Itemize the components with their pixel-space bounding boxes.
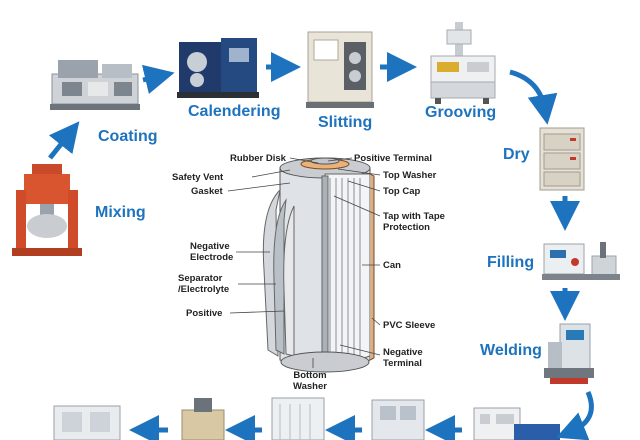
callout-pvc-sleeve: PVC Sleeve	[383, 320, 436, 331]
callout-negative-electrode-line1: Negative	[190, 241, 230, 252]
callout-separator-line1: Separator	[178, 273, 223, 284]
callout-negative-terminal-line2: Terminal	[383, 358, 422, 369]
slitting-machine-image	[306, 31, 374, 108]
calendering-machine-image	[177, 38, 259, 98]
callout-tap-tape: Tap with Tape Protection	[383, 211, 445, 233]
callout-safety-vent: Safety Vent	[172, 172, 224, 183]
bottom-machine-3-image	[271, 397, 325, 440]
callout-positive-terminal: Positive Terminal	[354, 153, 432, 164]
callout-separator: Separator /Electrolyte	[178, 273, 229, 295]
callout-bottom-washer-line2: Washer	[293, 381, 327, 392]
step-label-coating: Coating	[98, 128, 158, 145]
mixing-machine-image	[12, 164, 82, 256]
step-label-calendering: Calendering	[188, 103, 281, 120]
arrow-welding-to-bottom	[556, 391, 594, 440]
step-label-grooving: Grooving	[425, 104, 497, 121]
arrow-mixing-to-coating	[48, 121, 80, 160]
callout-gasket: Gasket	[191, 186, 223, 197]
callout-negative-electrode: Negative Electrode	[190, 241, 233, 263]
callout-bottom-washer-line1: Bottom	[293, 370, 327, 381]
callout-top-washer: Top Washer	[383, 170, 437, 181]
callout-bottom-washer: Bottom Washer	[293, 370, 327, 392]
callout-separator-line2: /Electrolyte	[178, 284, 230, 295]
callout-can: Can	[383, 260, 401, 271]
callout-negative-electrode-line2: Electrode	[190, 252, 234, 263]
bottom-machine-6-image	[514, 424, 560, 440]
bottom-machine-2-image	[181, 398, 225, 440]
coating-machine-image	[50, 60, 140, 110]
filling-machine-image	[542, 242, 620, 280]
bottom-machine-1-image	[53, 405, 121, 440]
dry-oven-image	[539, 127, 585, 191]
step-label-welding: Welding	[480, 342, 542, 359]
callout-rubber-disk: Rubber Disk	[230, 153, 286, 164]
welding-machine-image	[544, 323, 594, 384]
arrow-coating-to-calendering	[141, 64, 175, 95]
callout-negative-terminal-line1: Negative	[383, 347, 423, 358]
callout-negative-terminal: Negative Terminal	[383, 347, 423, 369]
grooving-machine-image	[430, 22, 496, 104]
callout-top-cap: Top Cap	[383, 186, 421, 197]
callout-tap-tape-line2: Protection	[383, 222, 430, 233]
cylindrical-cell-cutaway	[262, 157, 375, 373]
step-label-dry: Dry	[503, 146, 530, 163]
step-label-filling: Filling	[487, 254, 535, 271]
step-label-slitting: Slitting	[318, 114, 373, 131]
arrow-grooving-to-dry	[509, 69, 558, 125]
bottom-machine-4-image	[371, 399, 425, 440]
step-label-mixing: Mixing	[95, 204, 146, 221]
callout-positive: Positive	[186, 308, 223, 319]
callout-tap-tape-line1: Tap with Tape	[383, 211, 445, 222]
